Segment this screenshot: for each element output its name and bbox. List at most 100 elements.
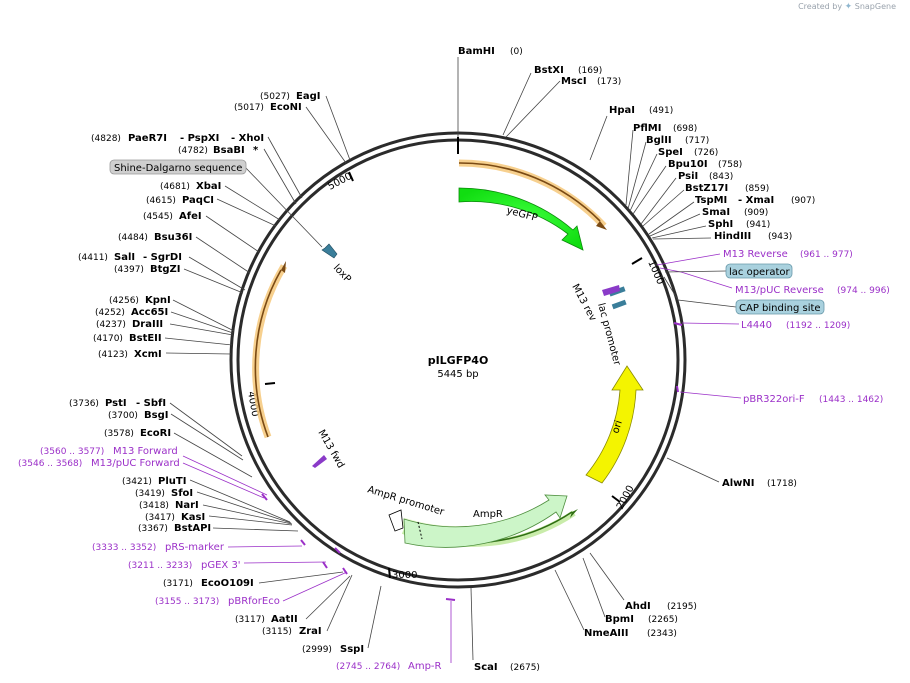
site-bsu36i[interactable]: Bsu36I <box>154 232 192 243</box>
site-afei[interactable]: AfeI <box>179 211 202 222</box>
site-sphi[interactable]: SphI <box>708 219 733 230</box>
site-xbai[interactable]: XbaI <box>196 181 221 192</box>
site-smai[interactable]: SmaI <box>702 207 730 218</box>
site-psti[interactable]: PstI <box>105 398 127 409</box>
site-pflmi[interactable]: PflMI <box>633 123 661 134</box>
snapgene-logo-icon: ✦ <box>844 2 853 12</box>
svg-text:(4397): (4397) <box>114 265 144 275</box>
site-acc65i[interactable]: Acc65I <box>131 307 168 318</box>
m13-fwd-arrow <box>312 455 327 468</box>
primer-amp-r[interactable]: Amp-R <box>408 661 442 672</box>
site-bstapi[interactable]: BstAPI <box>174 523 211 534</box>
svg-text:(2195): (2195) <box>667 602 697 612</box>
primer-leaders <box>182 166 742 663</box>
site-xmai[interactable]: - XmaI <box>738 195 774 206</box>
primer-pbrforeco[interactable]: pBRforEco <box>228 596 280 607</box>
primer-pbr322ori-f[interactable]: pBR322ori-F <box>743 394 805 405</box>
primer-m13-forward[interactable]: M13 Forward <box>113 446 178 457</box>
site-xcmi[interactable]: XcmI <box>134 349 162 360</box>
site-bsteii[interactable]: BstEII <box>129 333 162 344</box>
svg-text:(843): (843) <box>709 172 733 182</box>
primer-m13-puc-forward[interactable]: M13/pUC Forward <box>91 458 180 469</box>
site-alwni[interactable]: AlwNI <box>722 478 755 489</box>
cap-site-label[interactable]: CAP binding site <box>739 303 821 314</box>
yegfp-arrow <box>458 187 584 251</box>
primer-prs-marker[interactable]: pRS-marker <box>165 542 225 553</box>
site-kasi[interactable]: KasI <box>181 512 205 523</box>
primer-m13-reverse[interactable]: M13 Reverse <box>723 249 788 260</box>
site-paer7i[interactable]: PaeR7I <box>128 133 167 144</box>
site-pluti[interactable]: PluTI <box>158 476 186 487</box>
ampr-promoter-label: AmpR promoter <box>366 484 446 518</box>
svg-text:(5027): (5027) <box>260 92 290 102</box>
site-bamhi[interactable]: BamHI <box>458 46 495 57</box>
svg-text:(169): (169) <box>578 66 602 76</box>
site-bsgi[interactable]: BsgI <box>144 410 168 421</box>
svg-text:(3367): (3367) <box>138 524 168 534</box>
site-sgrdi[interactable]: - SgrDI <box>143 252 182 263</box>
boxed-labels: lac operator CAP binding site Shine-Dalg… <box>109 159 825 315</box>
site-sfoi[interactable]: SfoI <box>171 488 193 499</box>
site-hindiii[interactable]: HindIII <box>714 231 751 242</box>
site-msci[interactable]: MscI <box>561 76 587 87</box>
credit-brand: SnapGene <box>854 2 896 11</box>
site-bpmi[interactable]: BpmI <box>605 614 634 625</box>
tick-label-2000: 2000 <box>615 484 637 512</box>
site-eagi[interactable]: EagI <box>296 91 320 102</box>
ori-label: ori <box>610 419 624 435</box>
site-bstz17i[interactable]: BstZ17I <box>685 183 728 194</box>
ampr-label: AmpR <box>473 509 503 520</box>
primer-m13-puc-reverse[interactable]: M13/pUC Reverse <box>735 285 824 296</box>
svg-text:(698): (698) <box>673 124 697 134</box>
primer-pgex3[interactable]: pGEX 3' <box>201 560 241 571</box>
site-nmeaiii[interactable]: NmeAIII <box>584 628 628 639</box>
site-psii[interactable]: PsiI <box>678 171 698 182</box>
svg-text:(3700): (3700) <box>108 411 138 421</box>
svg-text:(974 .. 996): (974 .. 996) <box>837 286 890 296</box>
svg-text:(2265): (2265) <box>648 615 678 625</box>
svg-text:(3419): (3419) <box>135 489 165 499</box>
plasmid-length: 5445 bp <box>437 369 478 380</box>
svg-text:(909): (909) <box>744 208 768 218</box>
site-sali[interactable]: SalI <box>114 252 135 263</box>
site-bsabi[interactable]: BsaBI <box>213 145 245 156</box>
site-hpai[interactable]: HpaI <box>609 105 635 116</box>
site-aatii[interactable]: AatII <box>271 614 298 625</box>
svg-text:(0): (0) <box>510 47 523 57</box>
site-btgzi[interactable]: BtgZI <box>150 264 181 275</box>
shine-dalgarno-label[interactable]: Shine-Dalgarno sequence <box>114 163 242 174</box>
site-pspxi[interactable]: - PspXI <box>180 133 219 144</box>
site-ahdi[interactable]: AhdI <box>625 601 651 612</box>
site-tspmi[interactable]: TspMI <box>695 195 727 206</box>
site-scai[interactable]: ScaI <box>474 662 498 673</box>
svg-text:(4782): (4782) <box>178 146 208 156</box>
site-sspi[interactable]: SspI <box>340 644 364 655</box>
site-bpu10i[interactable]: Bpu10I <box>668 159 708 170</box>
site-econi[interactable]: EcoNI <box>270 102 302 113</box>
site-paqci[interactable]: PaqCI <box>182 195 214 206</box>
site-kpni[interactable]: KpnI <box>145 295 171 306</box>
lac-operator-label[interactable]: lac operator <box>729 267 790 278</box>
site-xhoi[interactable]: - XhoI <box>231 133 264 144</box>
site-spei[interactable]: SpeI <box>658 147 683 158</box>
ampr-arrow <box>403 494 568 548</box>
primer-l4440[interactable]: L4440 <box>741 320 772 331</box>
site-ecoo109i[interactable]: EcoO109I <box>201 578 254 589</box>
site-leaders <box>164 57 720 661</box>
site-sbfi[interactable]: - SbfI <box>136 398 166 409</box>
site-ecori[interactable]: EcoRI <box>140 428 171 439</box>
svg-text:(3155 .. 3173): (3155 .. 3173) <box>155 597 219 607</box>
site-nari[interactable]: NarI <box>175 500 199 511</box>
site-bglii[interactable]: BglII <box>646 135 672 146</box>
svg-text:(3546 .. 3568): (3546 .. 3568) <box>18 459 82 469</box>
site-zrai[interactable]: ZraI <box>299 626 322 637</box>
plasmid-name: pILGFP4O <box>428 354 489 367</box>
svg-text:(3211 .. 3233): (3211 .. 3233) <box>128 561 192 571</box>
svg-text:(2999): (2999) <box>302 645 332 655</box>
ampr-promoter-arrow <box>388 509 404 532</box>
site-draiii[interactable]: DraIII <box>132 319 163 330</box>
loxp-label: loxP <box>331 263 353 286</box>
site-bstxi[interactable]: BstXI <box>534 65 564 76</box>
svg-text:(1443 .. 1462): (1443 .. 1462) <box>819 395 883 405</box>
